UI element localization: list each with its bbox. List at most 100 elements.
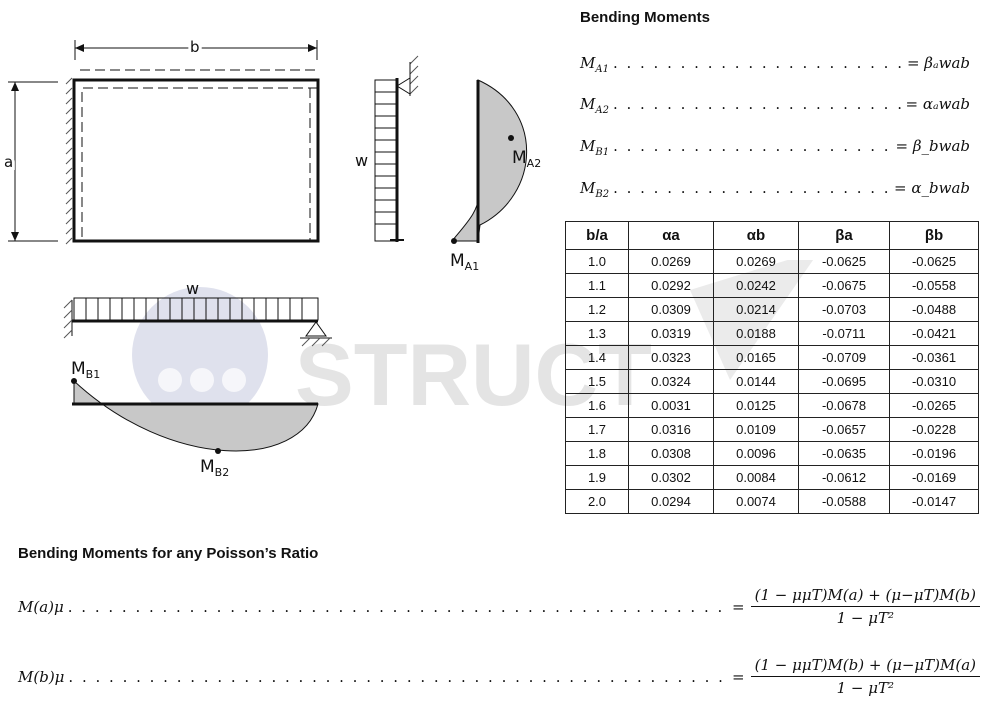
leader-dots xyxy=(613,54,903,72)
cell: 2.0 xyxy=(565,489,629,514)
eq-rhs: = αₐwab xyxy=(905,95,970,113)
cell: 1.6 xyxy=(565,393,629,418)
watermark-logo-dot xyxy=(222,368,246,392)
ma1-sub: A1 xyxy=(465,260,480,273)
equals-sign: = xyxy=(732,667,745,686)
denominator: 1 − μT² xyxy=(836,609,894,627)
svg-text:MB2: MB2 xyxy=(200,457,229,479)
equation-ma2: MA2 = αₐwab xyxy=(580,95,970,116)
cell: 1.5 xyxy=(565,369,629,394)
eq-rhs: = β_bwab xyxy=(895,137,971,155)
cell: 0.0144 xyxy=(713,369,799,394)
cell: 0.0316 xyxy=(628,417,714,442)
ma1-label: M xyxy=(450,251,465,271)
equation-mb1: MB1 = β_bwab xyxy=(580,137,970,158)
cell: 0.0319 xyxy=(628,321,714,346)
cell: 1.4 xyxy=(565,345,629,370)
cell: 0.0125 xyxy=(713,393,799,418)
poisson-equation-b: M(b)μ = (1 − μμT)M(b) + (μ−μT)M(a) 1 − μ… xyxy=(18,656,980,697)
svg-text:MA1: MA1 xyxy=(450,251,479,273)
cell: 0.0308 xyxy=(628,441,714,466)
mb2-sub: B2 xyxy=(215,466,230,479)
eq-lhs: MB1 xyxy=(580,137,610,158)
cell: 1.7 xyxy=(565,417,629,442)
eq-lhs: MB2 xyxy=(580,179,610,200)
equals-sign: = xyxy=(732,597,745,616)
col-header: αb xyxy=(713,221,799,250)
cell: 0.0269 xyxy=(628,249,714,274)
bending-moments-title: Bending Moments xyxy=(580,9,710,26)
eq-lhs: MA2 xyxy=(580,95,609,116)
poisson-equation-a: M(a)μ = (1 − μμT)M(a) + (μ−μT)M(b) 1 − μ… xyxy=(18,586,980,627)
leader-dots xyxy=(613,137,891,155)
denominator: 1 − μT² xyxy=(836,679,894,697)
cell: -0.0361 xyxy=(889,345,979,370)
cell: 0.0323 xyxy=(628,345,714,370)
cell: -0.0558 xyxy=(889,273,979,298)
cell: -0.0695 xyxy=(798,369,890,394)
cell: -0.0657 xyxy=(798,417,890,442)
cell: 0.0031 xyxy=(628,393,714,418)
cell: 1.3 xyxy=(565,321,629,346)
cell: -0.0625 xyxy=(798,249,890,274)
plate-diagram: b a w xyxy=(1,35,541,479)
cell: -0.0421 xyxy=(889,321,979,346)
cell: -0.0678 xyxy=(798,393,890,418)
cell: 0.0165 xyxy=(713,345,799,370)
dimension-a-label: a xyxy=(4,153,13,171)
numerator: (1 − μμT)M(a) + (μ−μT)M(b) xyxy=(750,586,980,607)
cell: -0.0635 xyxy=(798,441,890,466)
cell: 0.0214 xyxy=(713,297,799,322)
cell: -0.0711 xyxy=(798,321,890,346)
eq-lhs: M(b)μ xyxy=(18,667,65,686)
eq-lhs: M(a)μ xyxy=(18,597,64,616)
cell: 0.0292 xyxy=(628,273,714,298)
mb1-label: M xyxy=(71,359,86,379)
cell: -0.0709 xyxy=(798,345,890,370)
eq-rhs: = α_bwab xyxy=(894,179,970,197)
cell: -0.0310 xyxy=(889,369,979,394)
numerator: (1 − μμT)M(b) + (μ−μT)M(a) xyxy=(750,656,980,677)
cell: -0.0488 xyxy=(889,297,979,322)
leader-dots xyxy=(68,668,728,686)
side-load-label: w xyxy=(355,151,368,170)
cell: 1.8 xyxy=(565,441,629,466)
mb2-label: M xyxy=(200,457,215,477)
cell: 0.0302 xyxy=(628,465,714,490)
cell: 0.0074 xyxy=(713,489,799,514)
svg-text:MA2: MA2 xyxy=(512,148,541,170)
watermark-logo-dot xyxy=(190,368,214,392)
cell: -0.0675 xyxy=(798,273,890,298)
table-header-row: b/a αa αb βa βb xyxy=(565,221,979,250)
cell: -0.0196 xyxy=(889,441,979,466)
cell: 0.0096 xyxy=(713,441,799,466)
cell: 1.0 xyxy=(565,249,629,274)
col-header: αa xyxy=(628,221,714,250)
col-header: b/a xyxy=(565,221,629,250)
bottom-load-diagram: w xyxy=(63,279,332,347)
fraction: (1 − μμT)M(a) + (μ−μT)M(b) 1 − μT² xyxy=(750,586,980,627)
cell: -0.0588 xyxy=(798,489,890,514)
cell: 1.9 xyxy=(565,465,629,490)
cell: 0.0269 xyxy=(713,249,799,274)
cell: -0.0169 xyxy=(889,465,979,490)
plate-rectangle xyxy=(72,78,320,243)
eq-rhs: = βₐwab xyxy=(906,54,970,72)
cell: 0.0294 xyxy=(628,489,714,514)
cell: 0.0109 xyxy=(713,417,799,442)
cell: 0.0084 xyxy=(713,465,799,490)
moment-diagram-a: MA2 MA1 xyxy=(450,79,541,273)
cell: 0.0324 xyxy=(628,369,714,394)
leader-dots xyxy=(613,179,890,197)
fraction: (1 − μμT)M(b) + (μ−μT)M(a) 1 − μT² xyxy=(750,656,980,697)
